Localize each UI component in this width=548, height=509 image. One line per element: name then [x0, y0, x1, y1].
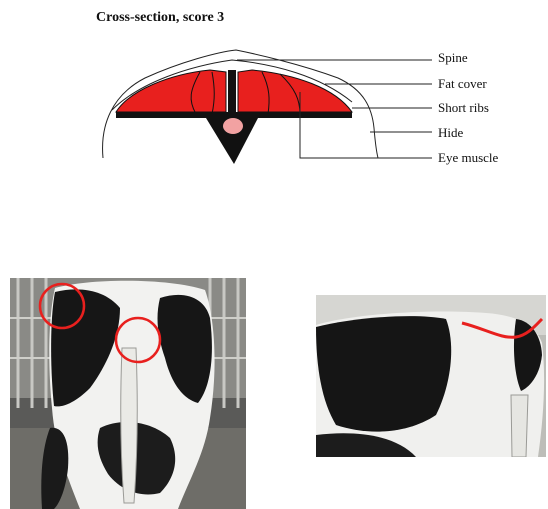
- fat-cover-label: Fat cover: [438, 76, 487, 92]
- cow-tail: [121, 348, 138, 503]
- rear-view-cow-photo: [10, 278, 246, 509]
- spine-process: [228, 70, 236, 118]
- short-ribs-label: Short ribs: [438, 100, 489, 116]
- eye-muscle-left: [116, 70, 226, 112]
- eye-muscle-right: [238, 70, 352, 112]
- hide-label: Hide: [438, 125, 463, 141]
- spinal-disc: [223, 118, 243, 134]
- side-view-cow-photo: [316, 295, 546, 457]
- spine-label: Spine: [438, 50, 468, 66]
- eye-muscle-label: Eye muscle: [438, 150, 498, 166]
